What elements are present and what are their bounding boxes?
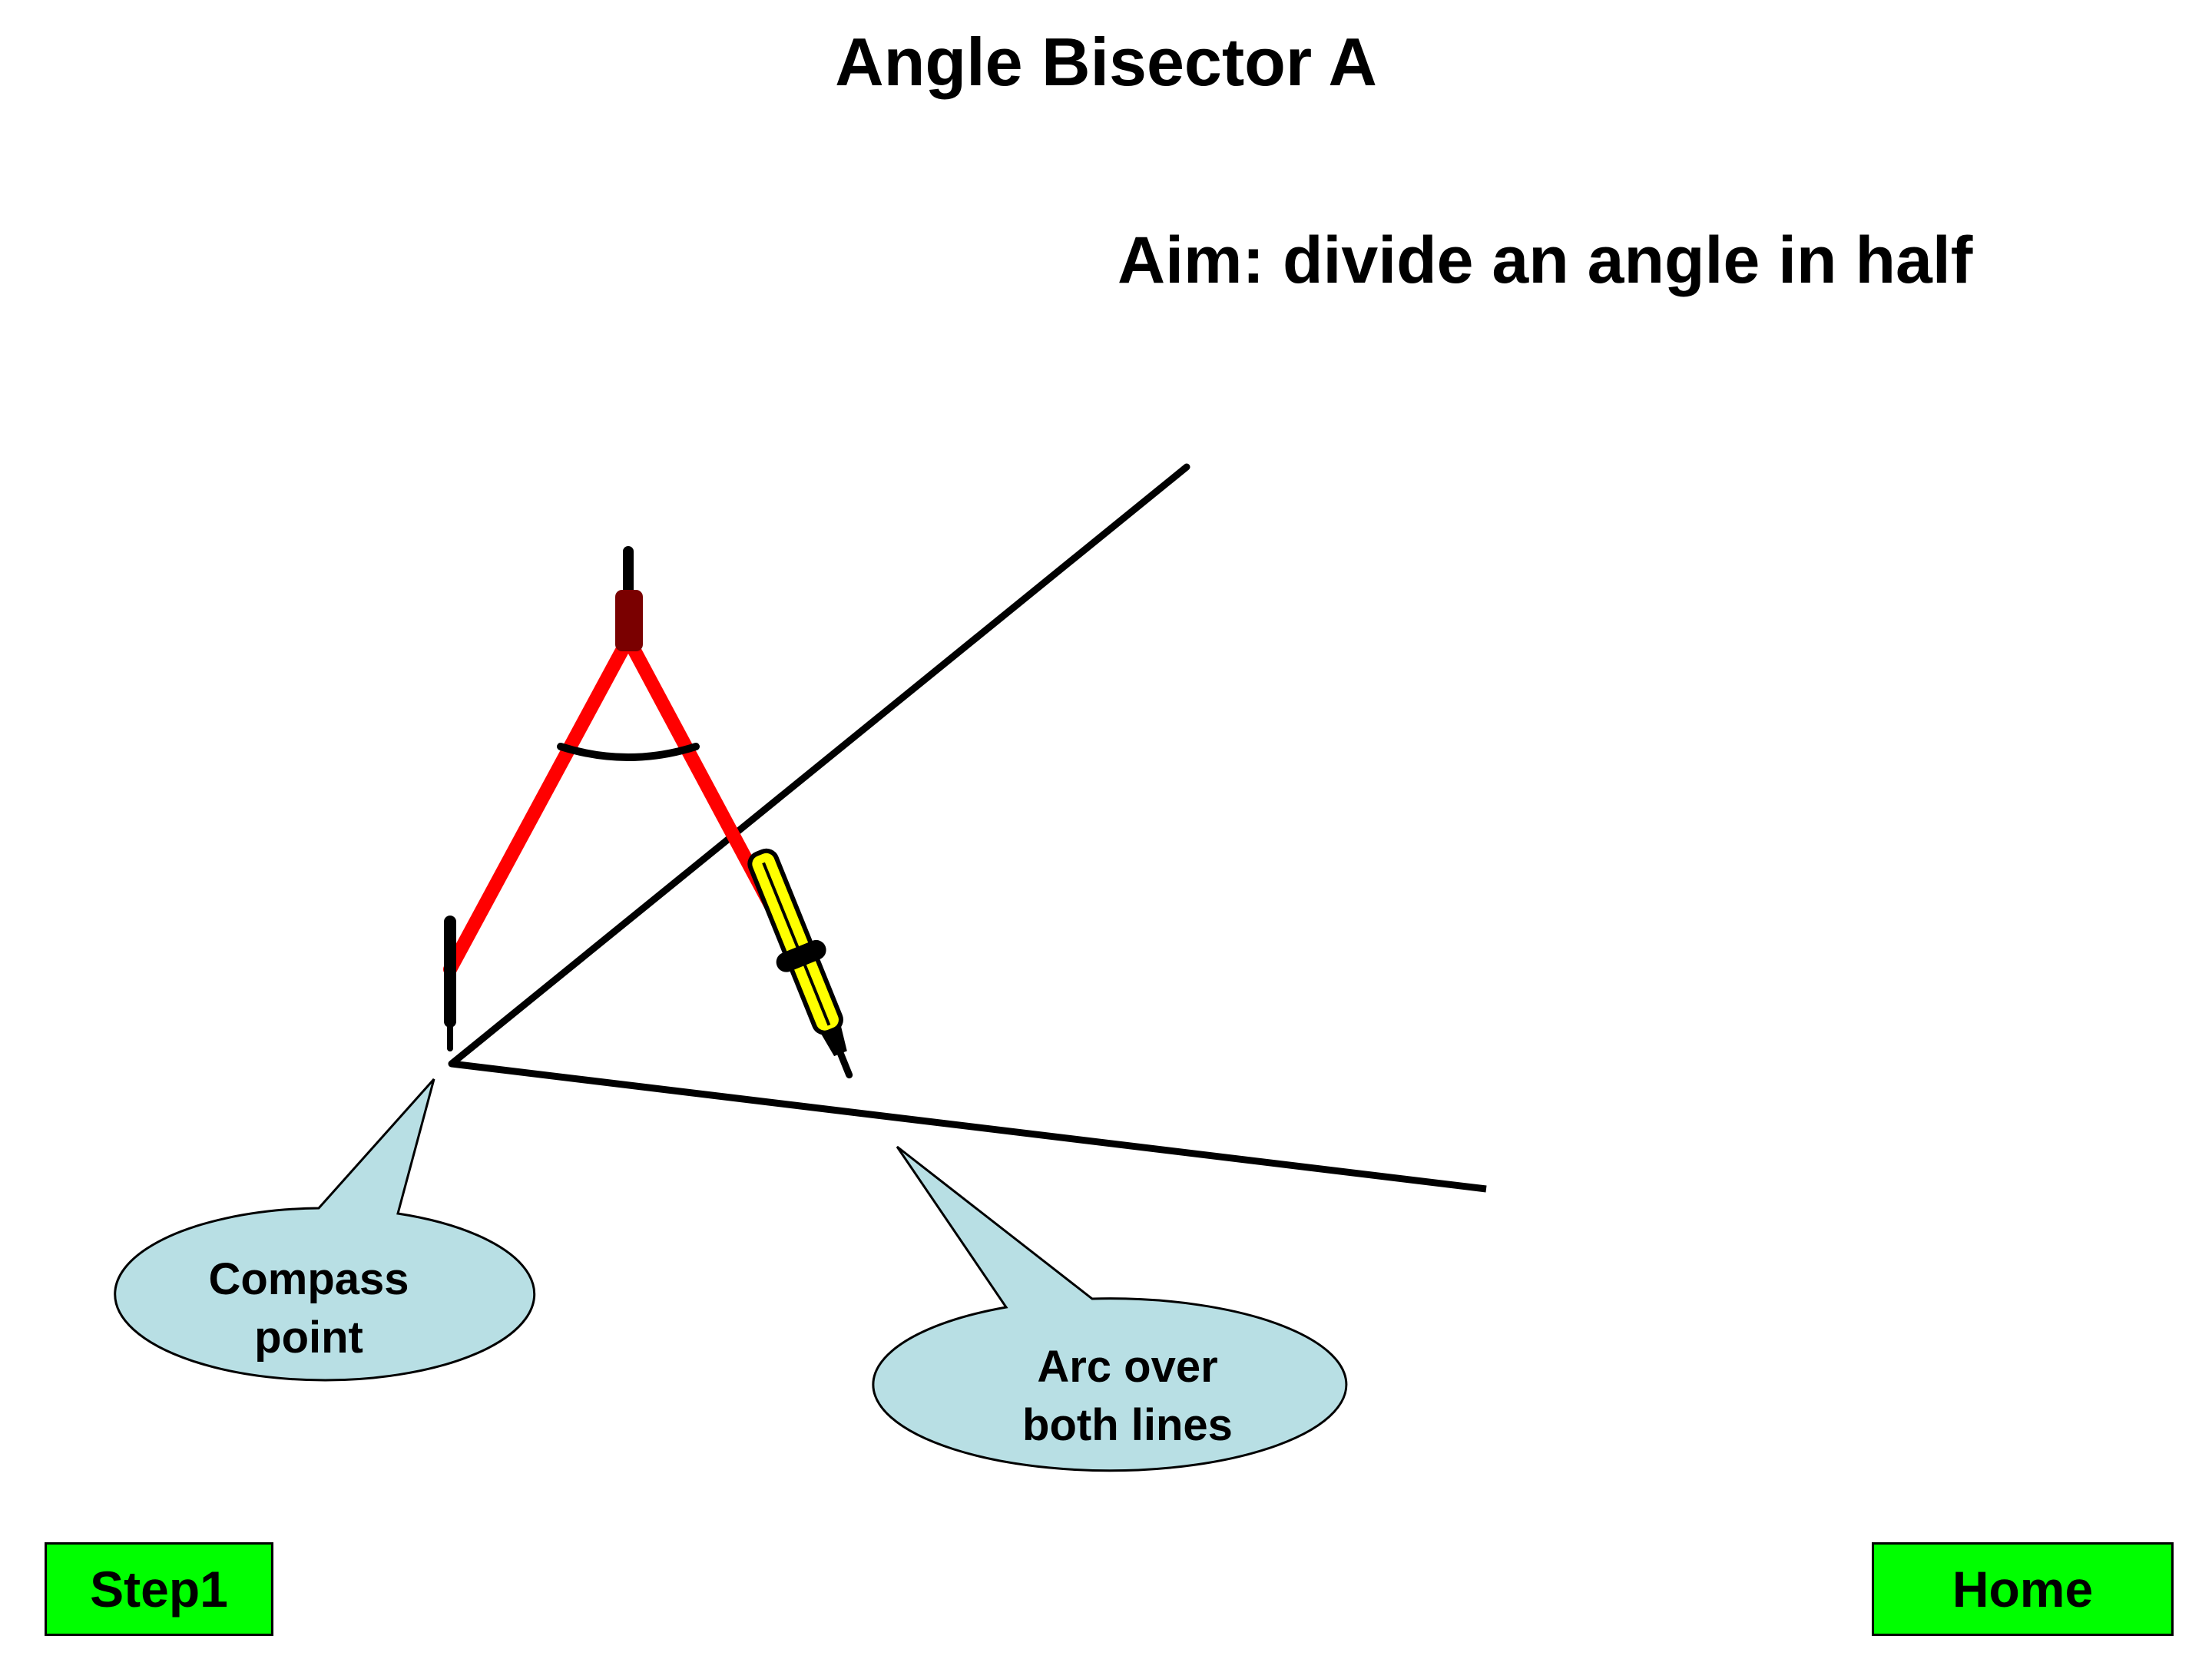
home-button[interactable]: Home [1872, 1542, 2174, 1636]
arc-over-lines-label: Arc over both lines [1022, 1342, 1233, 1450]
compass-point-callout [114, 1078, 536, 1382]
arc-callout [872, 1145, 1348, 1472]
compass-icon [443, 546, 812, 1051]
page-title: Angle Bisector A [835, 24, 1377, 100]
angle-arm-lower [451, 1060, 1487, 1193]
pencil-icon [747, 848, 853, 1079]
step1-button[interactable]: Step1 [45, 1542, 273, 1636]
compass-point-label: Compass point [208, 1254, 409, 1363]
angle-arm-upper [448, 463, 1190, 1068]
aim-text: Aim: divide an angle in half [1118, 224, 1973, 297]
